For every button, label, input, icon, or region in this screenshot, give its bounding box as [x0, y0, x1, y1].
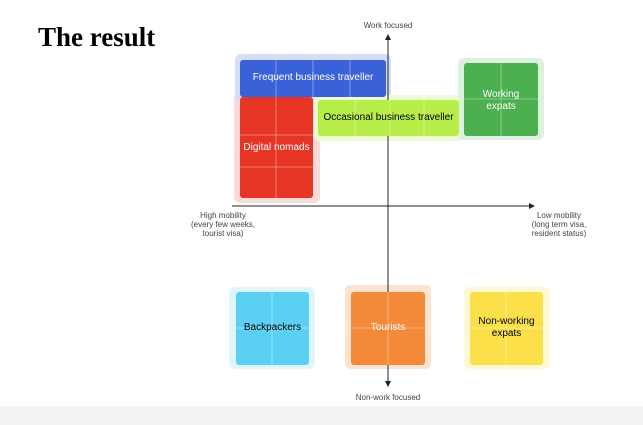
segment-label-occasional-business: Occasional business traveller	[323, 112, 454, 123]
bottom-strip	[0, 406, 643, 425]
tourists-box	[351, 292, 425, 365]
tile-dividers	[236, 60, 543, 365]
page-title: The result	[38, 22, 156, 52]
digital-nomads-box	[240, 97, 313, 198]
backpackers-box	[236, 292, 309, 365]
working-expats-box	[464, 63, 538, 136]
axis-label-left: High mobility (every few weeks, tourist …	[190, 211, 256, 238]
segment-label-digital-nomads: Digital nomads	[243, 142, 310, 153]
segment-label-working-expats: Working expats	[482, 89, 520, 112]
segment-label-non-working-expats: Non-working expats	[478, 316, 535, 339]
segment-label-backpackers: Backpackers	[243, 322, 302, 333]
non-working-expats-box	[470, 292, 543, 365]
segment-label-frequent-business: Frequent business traveller	[252, 72, 374, 83]
axis-label-top: Work focused	[363, 21, 413, 30]
occasional-business-box	[318, 100, 459, 136]
frequent-business-box	[240, 60, 386, 97]
segment-label-tourists: Tourists	[370, 322, 406, 333]
axis-label-right: Low mobility (long term visa, resident s…	[531, 211, 587, 238]
axis-label-bottom: Non-work focused	[355, 393, 421, 402]
